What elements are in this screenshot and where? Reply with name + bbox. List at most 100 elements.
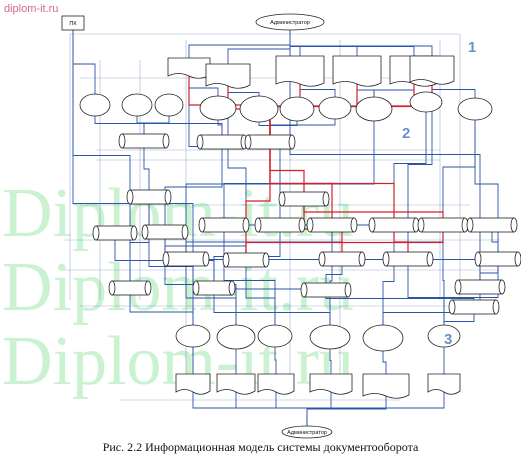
node-shape bbox=[279, 96, 315, 122]
node-shape bbox=[469, 217, 515, 233]
node-shape bbox=[457, 279, 503, 295]
node-shape bbox=[175, 324, 211, 348]
node-cap bbox=[244, 134, 252, 150]
node-shape bbox=[199, 134, 245, 150]
node-s4 bbox=[278, 191, 330, 207]
node-cap bbox=[454, 279, 462, 295]
node-p6 bbox=[279, 96, 315, 122]
node-cap bbox=[514, 251, 521, 267]
node-shape bbox=[371, 217, 417, 233]
node-cap bbox=[298, 217, 306, 233]
node-t1f bbox=[409, 55, 455, 85]
node-p9 bbox=[409, 91, 443, 113]
node-o6 bbox=[427, 324, 461, 348]
node-shape bbox=[385, 251, 431, 267]
node-cap bbox=[474, 251, 482, 267]
node-cap bbox=[358, 251, 366, 267]
node-shape bbox=[239, 95, 279, 123]
node-o2 bbox=[216, 324, 256, 350]
node-s1 bbox=[118, 133, 170, 149]
node-shape bbox=[205, 63, 251, 89]
node-shape bbox=[321, 251, 363, 267]
node-s21 bbox=[454, 279, 506, 295]
node-shape bbox=[79, 93, 111, 117]
connector-line bbox=[325, 259, 343, 290]
node-shape bbox=[257, 324, 293, 348]
node-t1b bbox=[205, 63, 251, 89]
node-pc: ПК bbox=[61, 15, 85, 31]
node-cap bbox=[222, 252, 230, 268]
node-d4 bbox=[309, 373, 353, 395]
node-shape bbox=[199, 95, 237, 121]
node-cap bbox=[306, 217, 314, 233]
node-shape bbox=[144, 224, 186, 240]
node-shape bbox=[362, 324, 404, 352]
node-shape bbox=[121, 133, 167, 149]
connector-line bbox=[474, 109, 499, 259]
node-s10 bbox=[108, 280, 152, 296]
site-tag: diplom-it.ru bbox=[4, 3, 59, 15]
node-cap bbox=[108, 280, 116, 296]
node-cap bbox=[126, 189, 134, 205]
node-shape bbox=[303, 282, 349, 298]
node-d6 bbox=[427, 373, 461, 395]
node-p4 bbox=[199, 95, 237, 121]
node-s23 bbox=[448, 299, 500, 315]
node-shape bbox=[216, 373, 256, 395]
node-s22 bbox=[474, 251, 521, 267]
node-p1 bbox=[79, 93, 111, 117]
node-cap bbox=[141, 224, 149, 240]
node-cap bbox=[350, 217, 358, 233]
node-shape bbox=[216, 324, 256, 350]
node-t1c bbox=[275, 55, 325, 87]
node-s8 bbox=[254, 217, 306, 233]
node-shape bbox=[247, 134, 293, 150]
node-shape bbox=[427, 324, 461, 348]
connector-line bbox=[407, 259, 445, 336]
node-cap bbox=[382, 251, 390, 267]
node-s16 bbox=[368, 217, 420, 233]
node-t1d bbox=[332, 55, 382, 87]
node-cap bbox=[318, 251, 326, 267]
node-cap bbox=[300, 282, 308, 298]
node-cap bbox=[368, 217, 376, 233]
node-shape bbox=[257, 217, 303, 233]
node-cap bbox=[162, 251, 170, 267]
node-cap bbox=[498, 279, 506, 295]
node-o3 bbox=[257, 324, 293, 348]
node-s6 bbox=[141, 224, 189, 240]
node-cap bbox=[144, 280, 152, 296]
node-d5 bbox=[362, 373, 410, 399]
node-cap bbox=[92, 225, 100, 241]
node-s9 bbox=[92, 225, 138, 241]
node-o5 bbox=[362, 324, 404, 352]
connector-line bbox=[393, 102, 427, 225]
node-shape bbox=[129, 189, 169, 205]
node-shape bbox=[121, 93, 153, 117]
node-shape bbox=[95, 225, 135, 241]
node-shape bbox=[111, 280, 149, 296]
tier-label: 3 bbox=[444, 331, 452, 348]
node-s18 bbox=[466, 217, 518, 233]
node-p10 bbox=[457, 97, 493, 121]
figure-caption: Рис. 2.2 Информационная модель системы д… bbox=[102, 440, 419, 454]
tier-label-layer: 123 bbox=[402, 39, 476, 348]
node-shape bbox=[225, 252, 267, 268]
node-cap bbox=[181, 224, 189, 240]
node-shape bbox=[61, 15, 85, 31]
node-label: ПК bbox=[69, 21, 77, 27]
node-cap bbox=[492, 299, 500, 315]
connector-line bbox=[274, 336, 277, 384]
node-cap bbox=[466, 217, 474, 233]
node-p5 bbox=[239, 95, 279, 123]
node-shape bbox=[257, 373, 295, 395]
connector-line bbox=[442, 109, 476, 225]
node-p7 bbox=[318, 96, 352, 120]
node-s15 bbox=[318, 251, 366, 267]
node-cap bbox=[417, 217, 425, 233]
node-cap bbox=[242, 217, 250, 233]
connector-line bbox=[164, 142, 223, 232]
node-cap bbox=[448, 299, 456, 315]
